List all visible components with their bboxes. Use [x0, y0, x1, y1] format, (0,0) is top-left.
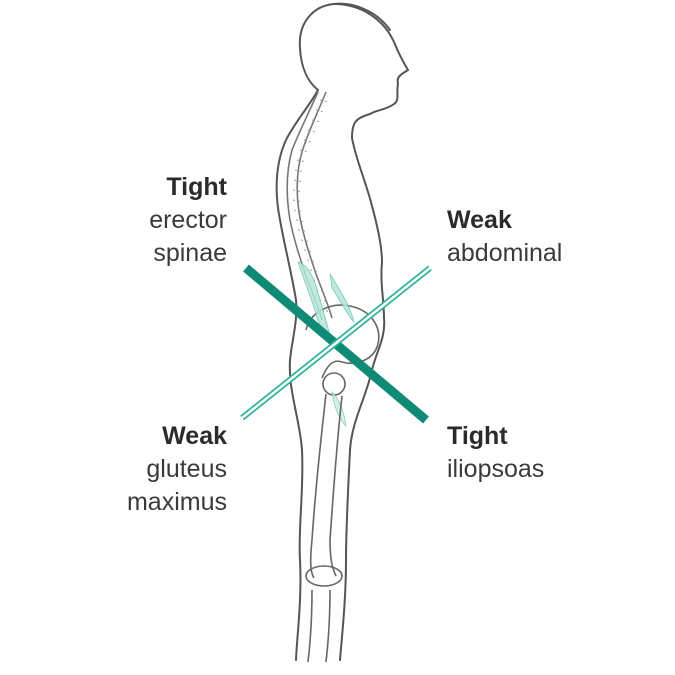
tibia [308, 590, 330, 662]
label-gluteus-maximus: Weak gluteus maximus [127, 420, 227, 519]
head-outline [334, 4, 390, 30]
erector-name-line2: spinae [149, 237, 227, 270]
erector-name-line1: erector [149, 204, 227, 237]
label-abdominal: Weak abdominal [447, 204, 562, 270]
gluteus-name-line2: maximus [127, 486, 227, 519]
femur [306, 394, 342, 586]
abdominal-name: abdominal [447, 237, 562, 270]
abdominal-status: Weak [447, 204, 562, 237]
label-iliopsoas: Tight iliopsoas [447, 420, 544, 486]
gluteus-status: Weak [127, 420, 227, 453]
gluteus-name-line1: gluteus [127, 453, 227, 486]
iliopsoas-status: Tight [447, 420, 544, 453]
iliopsoas-name: iliopsoas [447, 453, 544, 486]
erector-status: Tight [149, 171, 227, 204]
label-erector-spinae: Tight erector spinae [149, 171, 227, 270]
